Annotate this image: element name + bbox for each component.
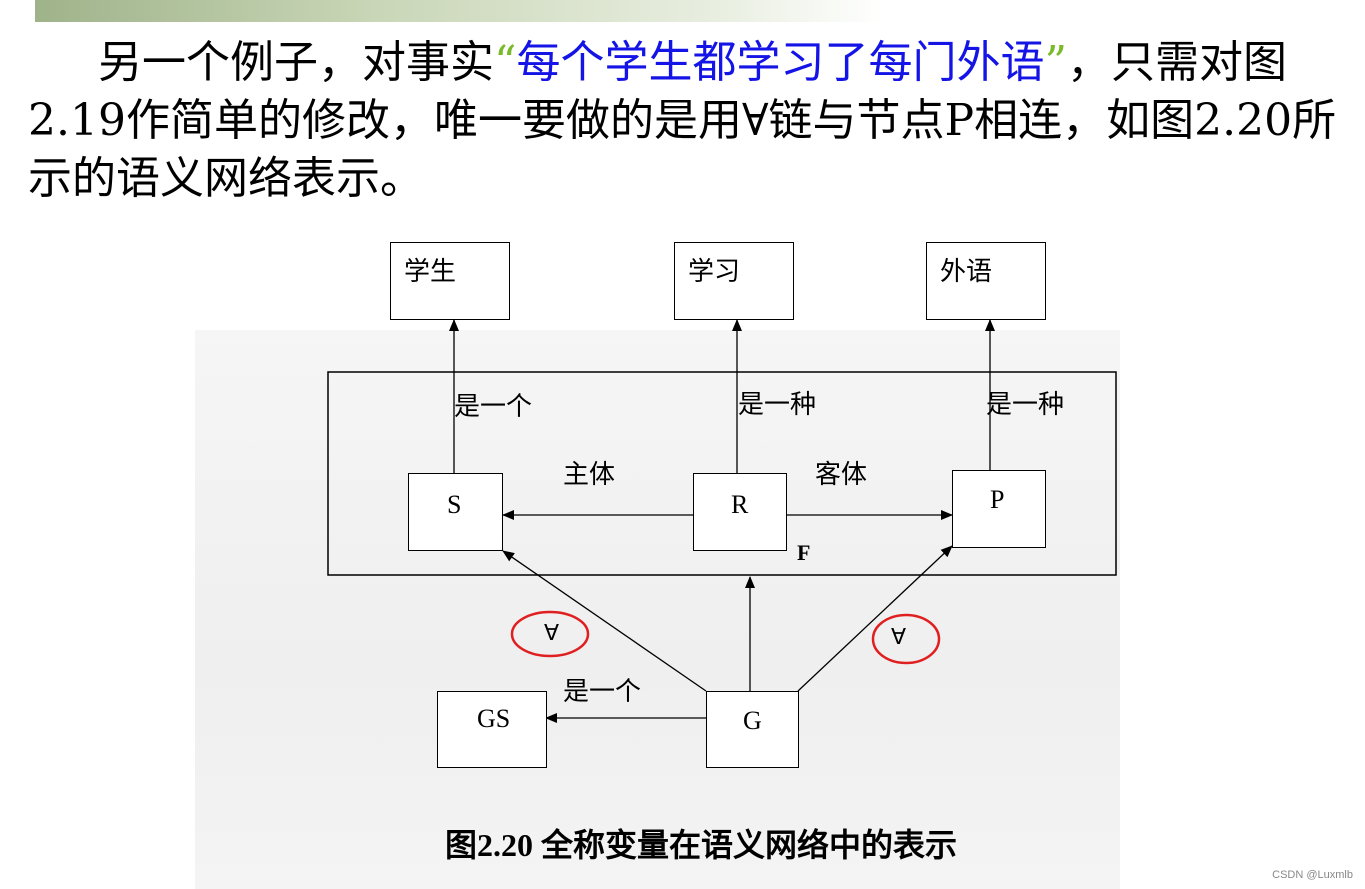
node-r: R (693, 473, 787, 551)
label-object: 客体 (815, 460, 868, 489)
node-gs: GS (437, 691, 547, 768)
description-paragraph: 另一个例子，对事实“每个学生都学习了每门外语”，只需对图2.19作简单的修改，唯… (28, 34, 1348, 208)
node-r-label: R (731, 490, 749, 519)
label-p-kind: 是一种 (986, 390, 1065, 419)
node-s-label: S (447, 490, 462, 519)
label-forall-right: ∀ (891, 624, 907, 649)
red-circle-left (510, 610, 590, 658)
node-study: 学习 (674, 242, 794, 320)
highlighted-fact: 每个学生都学习了每门外语 (516, 37, 1045, 88)
node-p: P (952, 470, 1046, 548)
label-subject: 主体 (563, 460, 616, 489)
quote-close: ” (1044, 37, 1068, 88)
paragraph-part1: 另一个例子，对事实 (98, 37, 494, 88)
top-decorative-banner (35, 0, 885, 22)
node-g-label: G (743, 706, 762, 735)
node-gs-label: GS (477, 704, 511, 733)
node-study-label: 学习 (688, 257, 741, 286)
node-g: G (706, 691, 799, 768)
csdn-watermark: CSDN @Luxmlb (1272, 869, 1353, 881)
background-building-image (195, 330, 1120, 889)
paragraph-part2: ，只需对图2.19作简单的修改，唯一要做的是用∀链与节点P相连，如图2.20所示… (28, 37, 1337, 204)
node-s: S (408, 473, 503, 551)
frame-f-label: F (797, 540, 811, 565)
edge-g-to-p (797, 545, 953, 692)
red-circle-right (871, 613, 941, 665)
figure-caption: 图2.20 全称变量在语义网络中的表示 (445, 827, 958, 863)
quote-open: “ (494, 37, 517, 88)
label-r-kind: 是一种 (738, 390, 817, 419)
label-g-isa: 是一个 (563, 677, 642, 706)
node-foreign-language: 外语 (926, 242, 1046, 320)
edge-g-to-s (502, 550, 707, 692)
node-foreign-language-label: 外语 (940, 257, 993, 286)
label-forall-left: ∀ (544, 620, 560, 645)
node-student: 学生 (390, 242, 510, 320)
node-p-label: P (990, 485, 1005, 514)
frame-f-border (327, 371, 1117, 576)
node-student-label: 学生 (404, 257, 457, 286)
label-s-isa: 是一个 (454, 392, 533, 421)
